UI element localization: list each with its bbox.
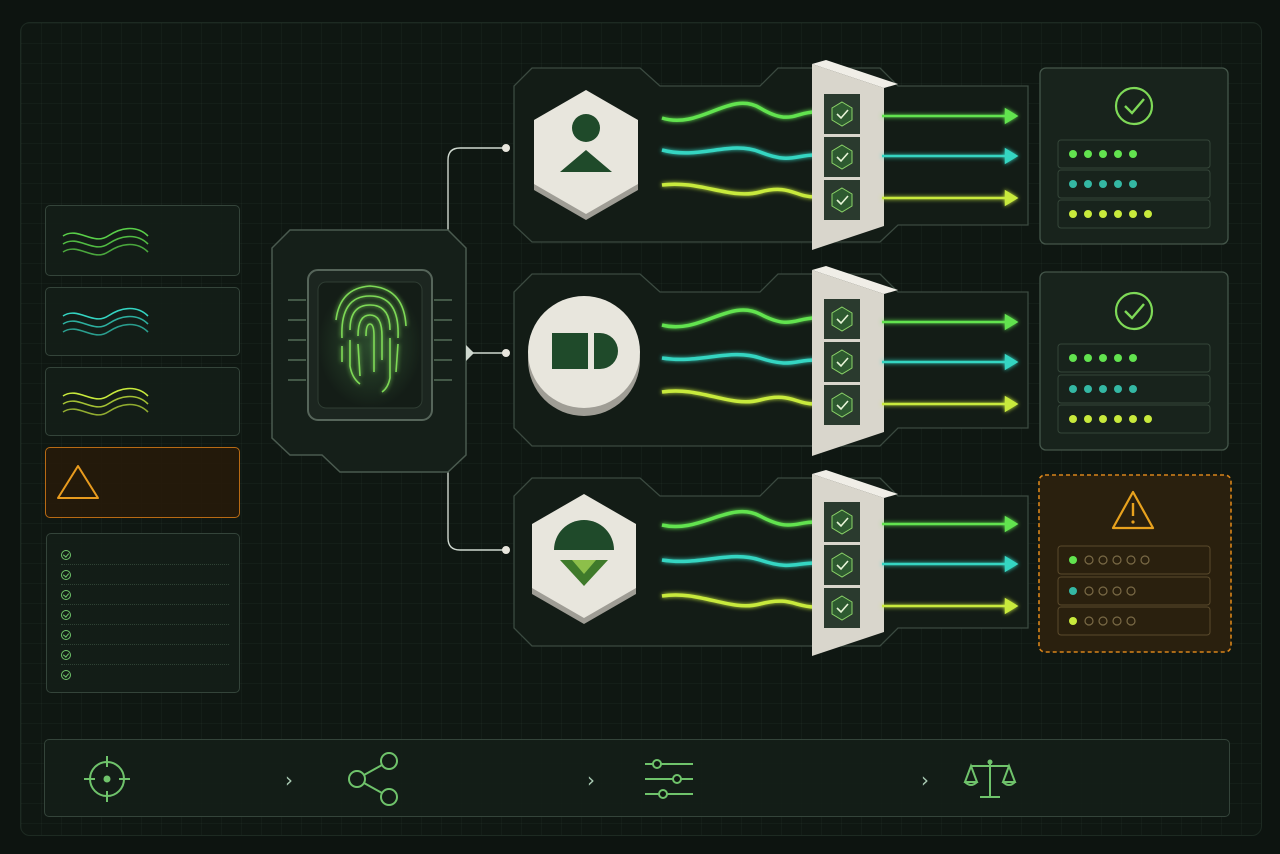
square-halfcircle-icon <box>552 333 618 369</box>
connector-node <box>502 349 510 357</box>
gate-block <box>812 470 898 656</box>
gate-block <box>812 266 898 456</box>
sliders-icon <box>645 759 693 799</box>
share-nodes-icon <box>348 752 398 806</box>
gate-block <box>812 60 898 250</box>
check-icon <box>61 570 71 580</box>
process-steps-bar: › › › <box>44 739 1230 817</box>
semicircle-chevron-icon <box>554 520 614 586</box>
node-person[interactable] <box>534 90 638 220</box>
check-icon <box>61 630 71 640</box>
check-icon <box>61 650 71 660</box>
check-circle-icon <box>1114 86 1154 126</box>
hub-module[interactable] <box>271 229 474 473</box>
lane-2 <box>513 266 1029 456</box>
shield-check-icon <box>831 509 853 621</box>
status-dots <box>1069 150 1152 218</box>
lane-3 <box>513 470 1029 656</box>
checklist-row <box>61 604 229 625</box>
step-balance[interactable] <box>963 740 1017 818</box>
checklist-row <box>61 624 229 645</box>
result-card-3-warning[interactable] <box>1038 474 1232 653</box>
wave-icon-green <box>62 227 149 256</box>
alert-panel[interactable] <box>45 447 240 518</box>
check-icon <box>61 550 71 560</box>
fingerprint-icon <box>335 285 407 393</box>
check-icon <box>61 590 71 600</box>
warning-triangle-icon <box>1111 490 1155 530</box>
chevron-right-icon: › <box>921 768 929 792</box>
checklist-row <box>61 564 229 585</box>
check-icon <box>61 670 71 680</box>
checklist-row <box>61 544 229 565</box>
checklist-row <box>61 584 229 605</box>
checklist-row <box>61 664 229 684</box>
wave-icon-cyan <box>62 307 149 336</box>
chevron-right-icon: › <box>587 768 595 792</box>
checklist-panel <box>46 533 240 693</box>
pipeline-diagram <box>271 60 1232 656</box>
node-semicircle[interactable] <box>532 494 636 624</box>
status-dots <box>1069 354 1152 423</box>
signal-panel-green[interactable] <box>45 205 240 276</box>
step-sliders[interactable] <box>643 740 695 818</box>
wave-icon-lime <box>62 387 149 416</box>
balance-scale-icon <box>963 759 1017 798</box>
result-card-2[interactable] <box>1039 271 1229 451</box>
target-icon <box>84 756 130 802</box>
check-circle-icon <box>1114 291 1154 331</box>
lane-1 <box>513 60 1029 250</box>
signal-panel-lime[interactable] <box>45 367 240 436</box>
connector-node <box>502 546 510 554</box>
person-icon <box>560 114 612 172</box>
shield-check-icon <box>831 101 853 213</box>
step-share[interactable] <box>345 740 401 818</box>
checklist-row <box>61 644 229 665</box>
status-dots <box>1069 555 1150 626</box>
shield-check-icon <box>831 306 853 418</box>
connector-node <box>502 144 510 152</box>
chevron-right-icon: › <box>285 768 293 792</box>
check-icon <box>61 610 71 620</box>
result-card-1[interactable] <box>1039 67 1229 245</box>
signal-panel-cyan[interactable] <box>45 287 240 356</box>
warning-triangle-icon <box>57 465 99 499</box>
node-shapes[interactable] <box>528 296 640 416</box>
step-target[interactable] <box>81 740 133 818</box>
